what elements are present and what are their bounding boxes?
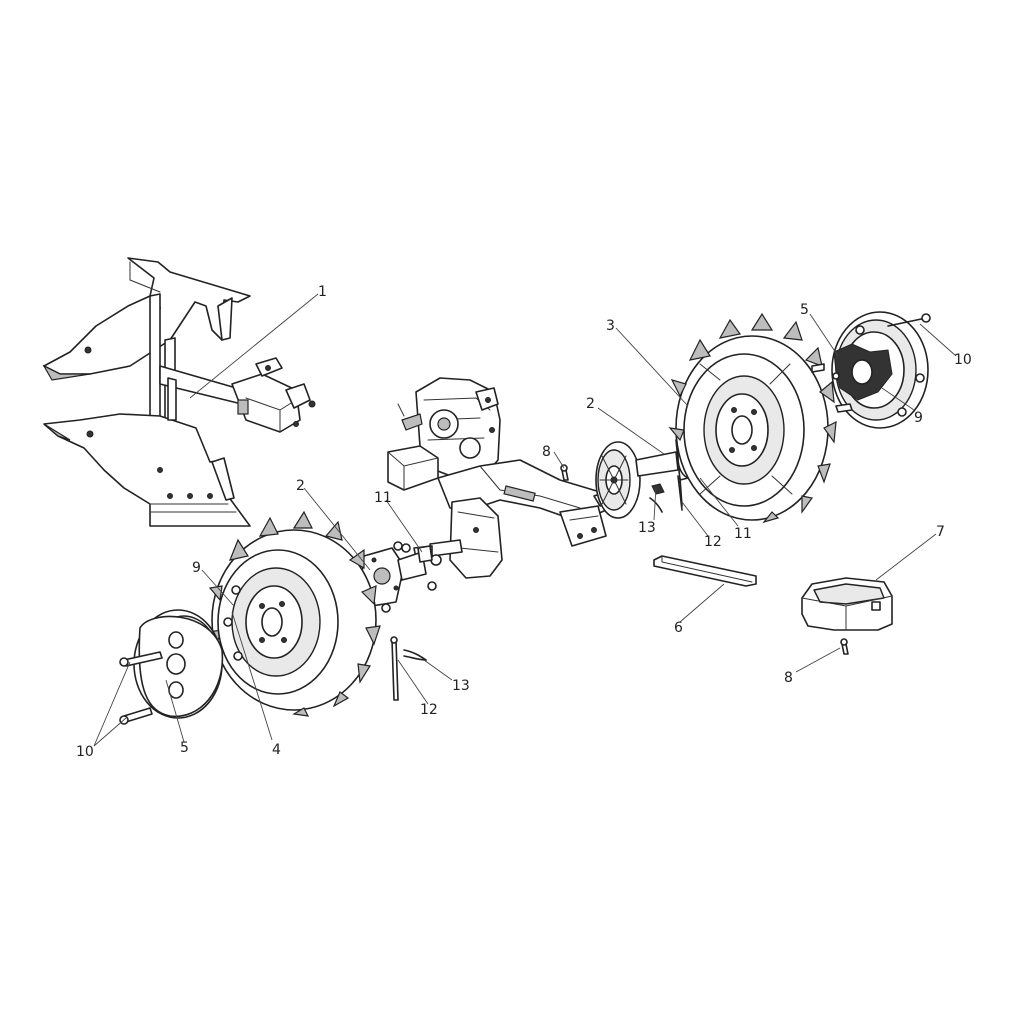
callout-11-right: 11: [734, 526, 752, 542]
callout-4: 4: [272, 742, 281, 758]
callout-3: 3: [606, 318, 615, 334]
callout-5-right: 5: [800, 302, 809, 318]
callout-13-upper: 13: [638, 520, 656, 536]
left-hubcap: [119, 609, 224, 725]
callout-10-left: 10: [76, 744, 94, 760]
callout-2-right: 2: [586, 396, 595, 412]
ballast-bar: [653, 555, 757, 587]
engine-gearbox: [387, 377, 619, 579]
right-hubcap: [811, 311, 931, 429]
callout-11-left: 11: [374, 490, 392, 506]
plough-assembly: [42, 257, 316, 527]
loose-fasteners: [390, 464, 849, 701]
callout-12-upper: 12: [704, 534, 722, 550]
callout-7: 7: [936, 524, 945, 540]
callout-8-lower: 8: [784, 670, 793, 686]
callout-8-upper: 8: [542, 444, 551, 460]
callout-13-lower: 13: [452, 678, 470, 694]
callout-10-right: 10: [954, 352, 972, 368]
callout-1: 1: [318, 284, 327, 300]
callout-9-right: 9: [914, 410, 923, 426]
callout-5-left: 5: [180, 740, 189, 756]
callout-12-lower: 12: [420, 702, 438, 718]
callout-2-left: 2: [296, 478, 305, 494]
support-wheel: [595, 441, 641, 519]
weight-block: [801, 577, 893, 631]
wheel-right-large: [668, 312, 837, 524]
wheel-left-large: [206, 510, 381, 717]
callout-6: 6: [674, 620, 683, 636]
callout-9-left: 9: [192, 560, 201, 576]
callout-labels: 1 2 2 3 4 5 5 6 7 8 8 9 9 10 10 11 11 12…: [76, 284, 972, 760]
leader-lines: [93, 293, 957, 747]
